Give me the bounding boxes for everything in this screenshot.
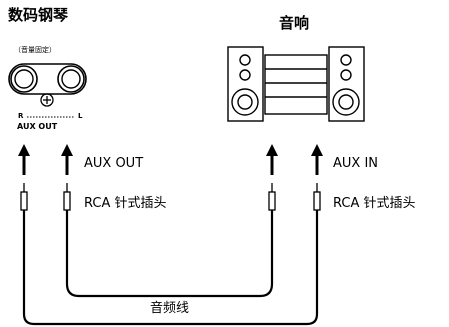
rca-plug-icon bbox=[63, 183, 71, 211]
arrow-up-icon bbox=[311, 144, 323, 175]
piano-title: 数码钢琴 bbox=[8, 6, 69, 24]
aux-out-label: AUX OUT bbox=[84, 156, 144, 171]
piano-output-jacks bbox=[8, 63, 87, 118]
outer-cable bbox=[22, 210, 319, 326]
arrow-up-icons bbox=[18, 144, 323, 175]
rca-plug-icon bbox=[313, 183, 321, 211]
audio-cables bbox=[22, 210, 319, 326]
jack-aux-out-label: AUX OUT bbox=[17, 122, 58, 131]
audio-cable-label: 音频线 bbox=[150, 301, 190, 316]
arrow-up-icon bbox=[266, 144, 278, 175]
arrow-up-icon bbox=[18, 144, 30, 175]
aux-in-label: AUX IN bbox=[333, 156, 379, 171]
rca-plug-icons bbox=[20, 183, 321, 211]
rca-plug-label-left: RCA 针式插头 bbox=[84, 196, 167, 211]
volume-fixed-note: （音量固定） bbox=[14, 46, 56, 54]
jack-l-label: L bbox=[78, 112, 83, 120]
stereo-unit bbox=[227, 46, 365, 122]
jack-r-label: R bbox=[18, 112, 24, 120]
arrow-up-icon bbox=[61, 144, 73, 175]
rca-plug-icon bbox=[20, 183, 28, 211]
stereo-title: 音响 bbox=[279, 14, 310, 32]
inner-cable bbox=[65, 210, 274, 298]
rca-plug-icon bbox=[268, 183, 276, 211]
rca-plug-label-right: RCA 针式插头 bbox=[333, 196, 416, 211]
